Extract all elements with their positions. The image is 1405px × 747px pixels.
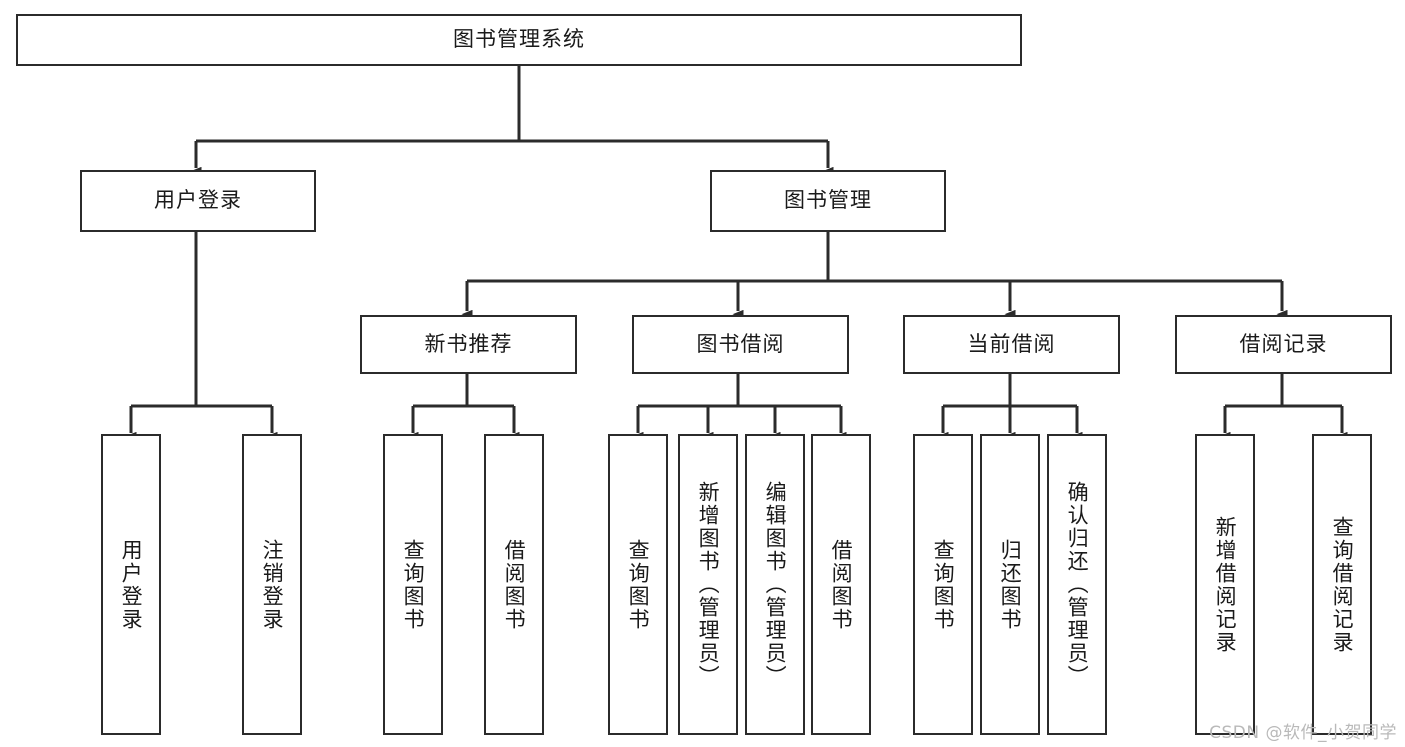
node-leaf-edit-book-admin[interactable]: 编辑图书（管理员） [745, 434, 805, 735]
node-label: 归还图书 [998, 538, 1023, 631]
node-label: 新增图书（管理员） [696, 481, 721, 688]
node-root-book-management-system[interactable]: 图书管理系统 [16, 14, 1022, 66]
node-label: 查询图书 [931, 538, 956, 631]
node-label: 用户登录 [119, 538, 144, 631]
node-book-borrow[interactable]: 图书借阅 [632, 315, 849, 374]
node-leaf-logout-login[interactable]: 注销登录 [242, 434, 302, 735]
node-leaf-user-login[interactable]: 用户登录 [101, 434, 161, 735]
node-label: 查询图书 [401, 538, 426, 631]
node-borrow-record[interactable]: 借阅记录 [1175, 315, 1392, 374]
node-leaf-query-book-3[interactable]: 查询图书 [913, 434, 973, 735]
node-user-login[interactable]: 用户登录 [80, 170, 316, 232]
node-label: 查询图书 [626, 538, 651, 631]
node-new-book-recommend[interactable]: 新书推荐 [360, 315, 577, 374]
node-label: 编辑图书（管理员） [763, 481, 788, 688]
node-label: 借阅图书 [829, 538, 854, 631]
node-label: 注销登录 [260, 538, 285, 631]
node-leaf-return-book[interactable]: 归还图书 [980, 434, 1040, 735]
node-leaf-borrow-book-1[interactable]: 借阅图书 [484, 434, 544, 735]
node-label: 借阅图书 [502, 538, 527, 631]
node-book-management[interactable]: 图书管理 [710, 170, 946, 232]
node-leaf-add-borrow-record[interactable]: 新增借阅记录 [1195, 434, 1255, 735]
node-leaf-query-borrow-record[interactable]: 查询借阅记录 [1312, 434, 1372, 735]
watermark-text: CSDN @软件_小贺同学 [1209, 723, 1397, 743]
node-leaf-borrow-book-2[interactable]: 借阅图书 [811, 434, 871, 735]
node-label: 图书管理系统 [453, 27, 585, 52]
node-label: 用户登录 [154, 188, 242, 213]
node-label: 查询借阅记录 [1330, 515, 1355, 654]
node-label: 当前借阅 [967, 331, 1056, 356]
node-label: 新增借阅记录 [1213, 515, 1238, 654]
node-label: 图书借阅 [696, 331, 785, 356]
node-leaf-query-book-1[interactable]: 查询图书 [383, 434, 443, 735]
node-label: 确认归还（管理员） [1065, 481, 1090, 688]
node-leaf-confirm-return-admin[interactable]: 确认归还（管理员） [1047, 434, 1107, 735]
node-label: 借阅记录 [1239, 331, 1328, 356]
node-label: 新书推荐 [424, 331, 513, 356]
node-leaf-query-book-2[interactable]: 查询图书 [608, 434, 668, 735]
node-current-borrow[interactable]: 当前借阅 [903, 315, 1120, 374]
node-label: 图书管理 [784, 188, 872, 213]
node-leaf-add-book-admin[interactable]: 新增图书（管理员） [678, 434, 738, 735]
